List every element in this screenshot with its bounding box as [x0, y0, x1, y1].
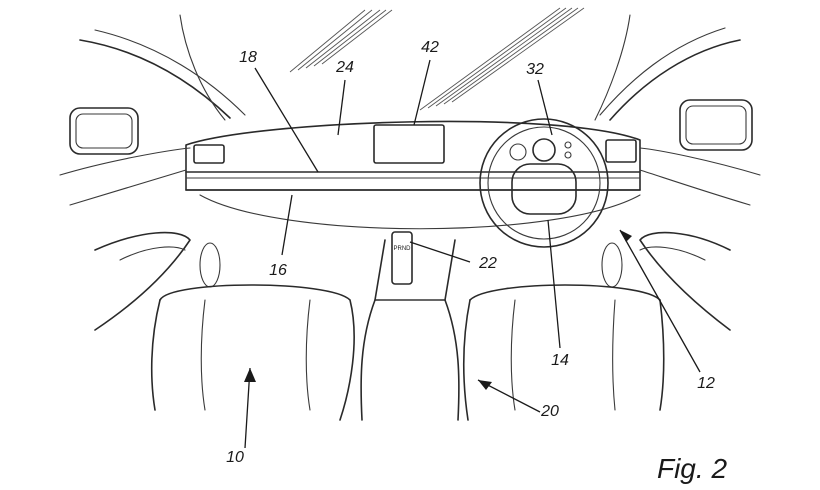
ref-10: 10: [226, 449, 244, 466]
ref-14: 14: [551, 352, 569, 369]
left-door: [59, 147, 221, 331]
ref-22: 22: [478, 255, 497, 272]
pillars: [79, 14, 741, 121]
ref-12: 12: [697, 375, 715, 392]
dashboard: [185, 120, 641, 230]
left-seat: [150, 284, 355, 421]
left-side-mirror: [69, 107, 139, 155]
ref-32: 32: [526, 61, 544, 78]
gear-shifter: [391, 231, 413, 285]
leader-lines: [244, 59, 701, 449]
ref-20: 20: [540, 403, 559, 420]
center-display: [373, 124, 445, 164]
left-vent: [193, 144, 225, 164]
arrowheads: [244, 230, 632, 390]
gauge-left: [509, 143, 527, 161]
ref-42: 42: [421, 39, 439, 56]
ref-24: 24: [335, 59, 354, 76]
figure-caption: Fig. 2: [657, 453, 727, 484]
ref-18: 18: [239, 49, 257, 66]
gauge-center: [532, 138, 556, 162]
steering-hub: [511, 163, 577, 215]
steering-wheel: [479, 118, 609, 248]
right-side-mirror: [679, 99, 753, 151]
windshield-hatching: [289, 7, 585, 111]
right-door: [601, 147, 761, 331]
right-vent: [605, 139, 637, 163]
gear-letters: PRND: [393, 246, 411, 252]
ref-16: 16: [269, 262, 287, 279]
right-seat: [462, 284, 665, 421]
center-console: PRND: [360, 231, 460, 421]
